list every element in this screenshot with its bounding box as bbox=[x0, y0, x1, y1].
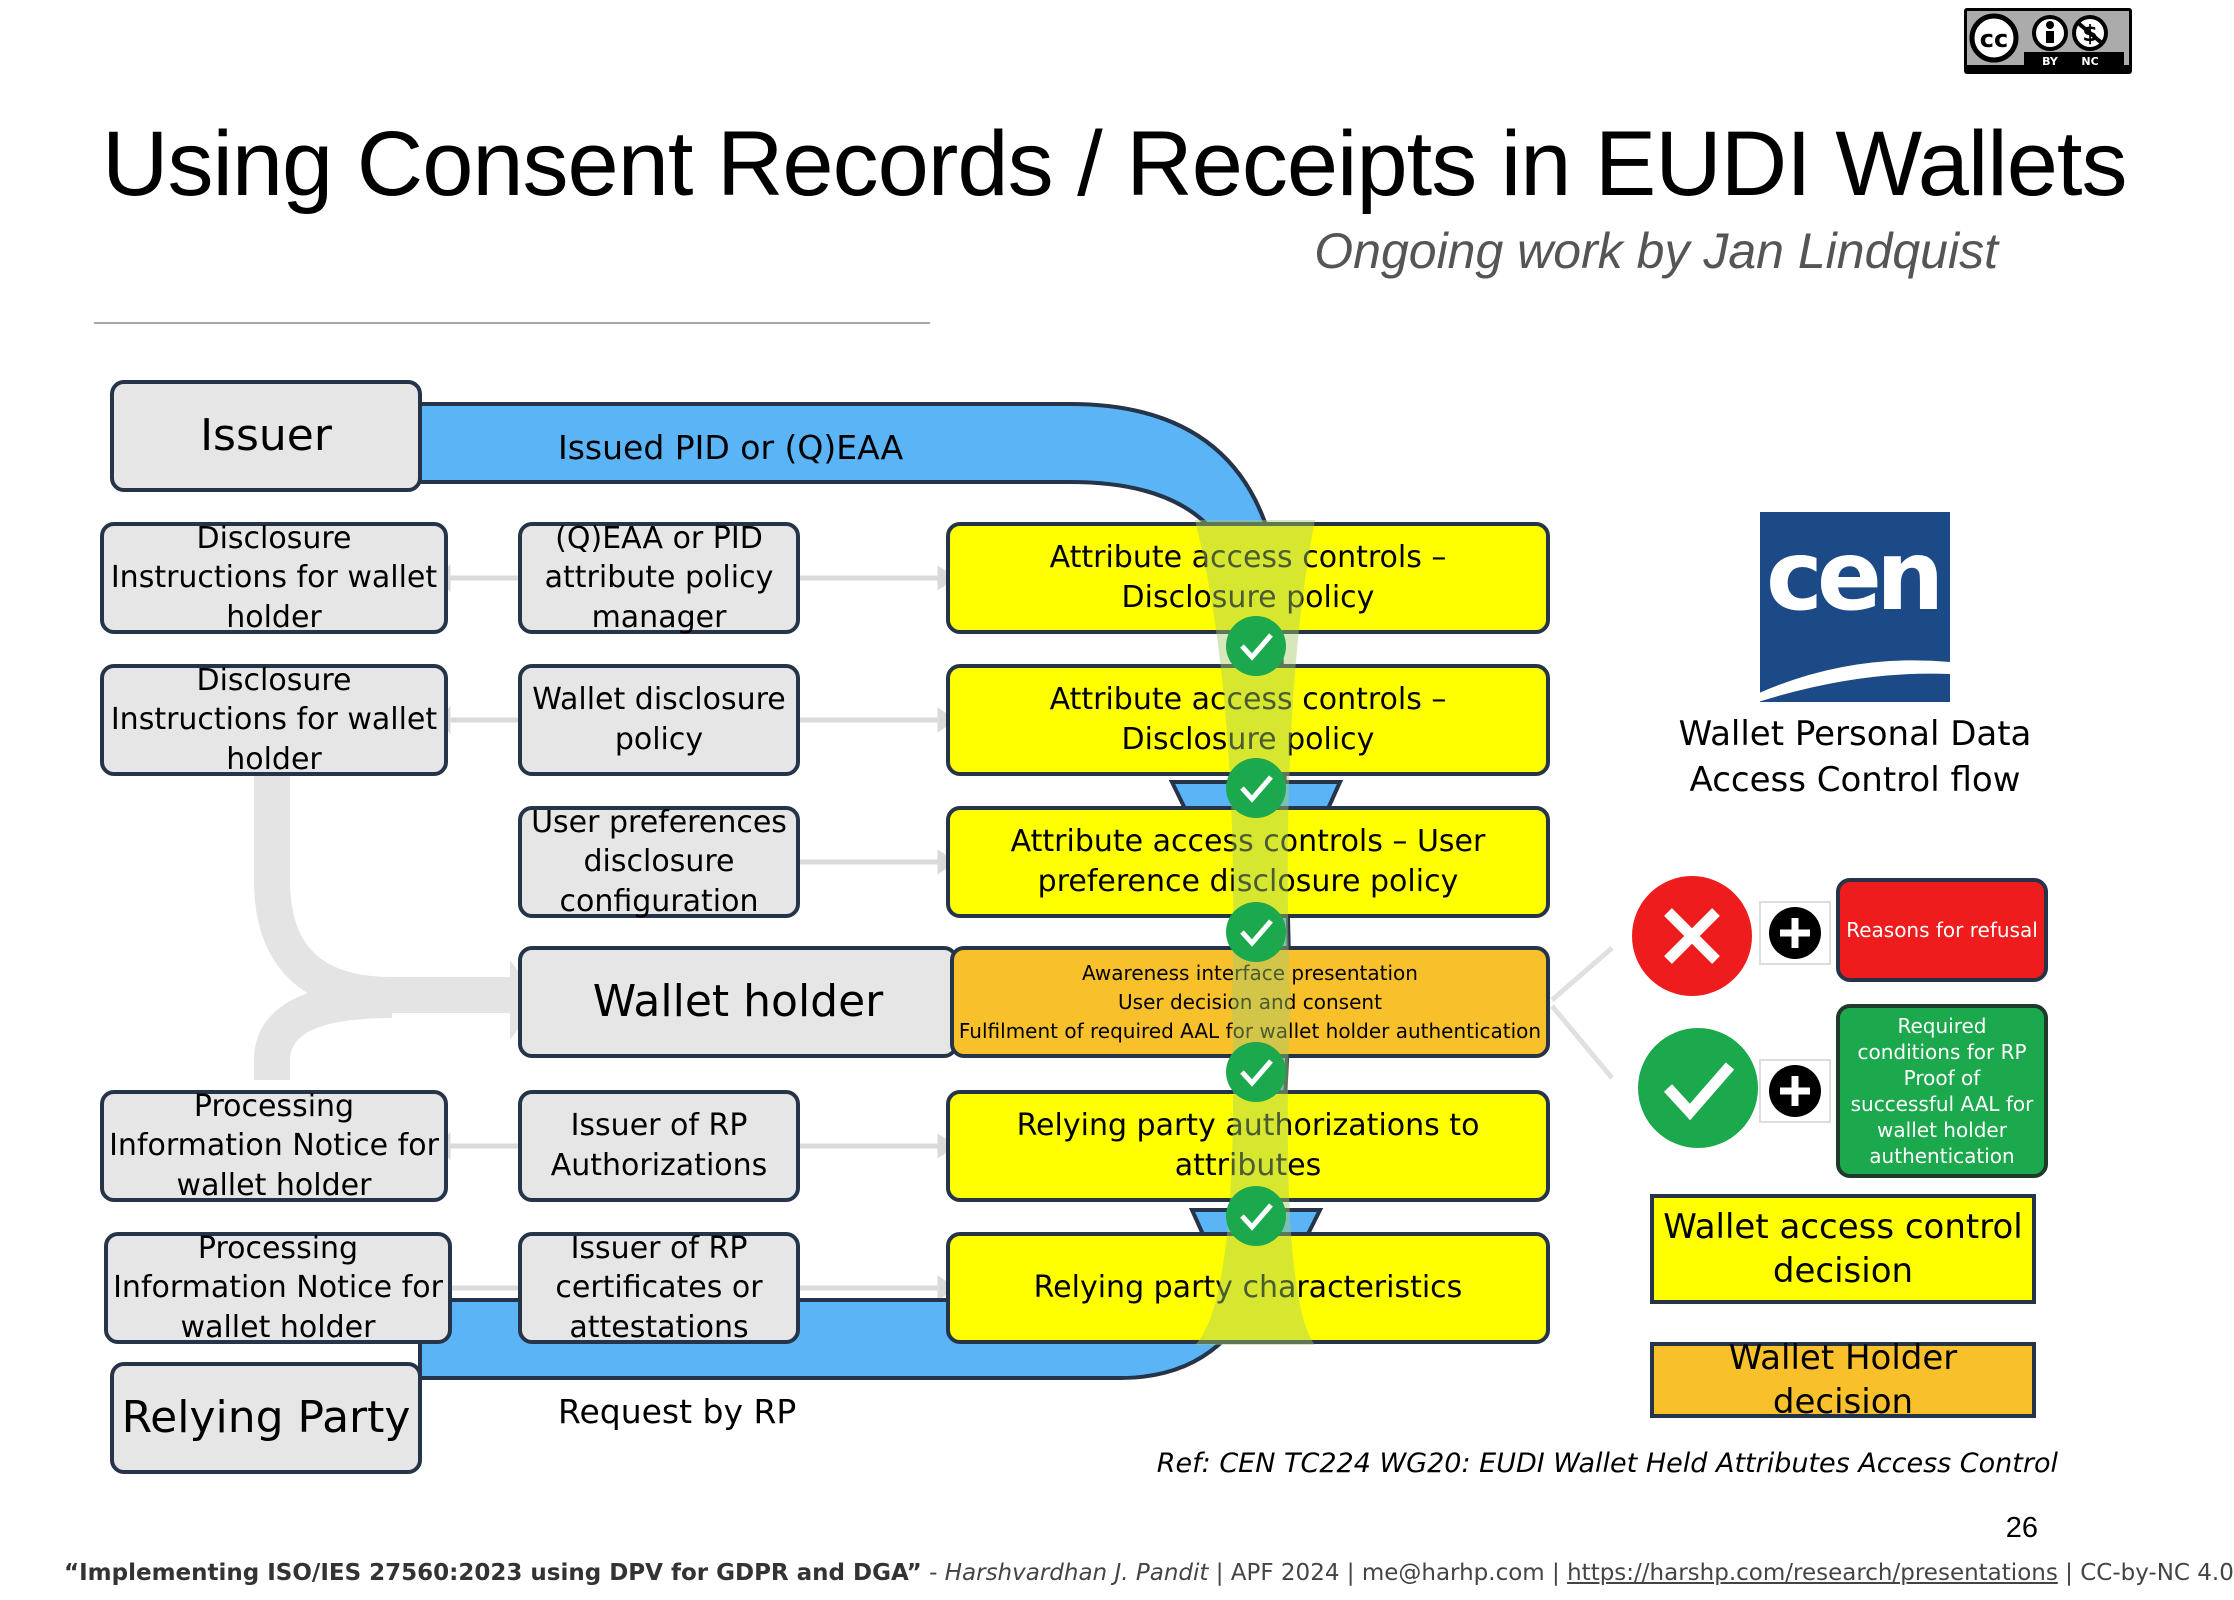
flow-overlay bbox=[1195, 520, 1315, 1345]
cen-caption: Wallet Personal Data Access Control flow bbox=[1678, 714, 2032, 800]
request-band-label: Request by RP bbox=[558, 1392, 797, 1431]
wallet-holder-box: Wallet holder bbox=[518, 946, 958, 1058]
footer: “Implementing ISO/IES 27560:2023 using D… bbox=[64, 1560, 2234, 1586]
reference-note: Ref: CEN TC224 WG20: EUDI Wallet Held At… bbox=[1156, 1448, 2058, 1479]
issued-band-label: Issued PID or (Q)EAA bbox=[558, 428, 904, 467]
cen-logo: cen bbox=[1740, 512, 1950, 708]
cc-icon bbox=[1969, 13, 2019, 63]
page-number: 26 bbox=[2005, 1512, 2038, 1544]
svg-text:cc: cc bbox=[1980, 25, 2008, 53]
cc-license-badge: cc $ BY NC bbox=[1964, 8, 2132, 74]
grey-flow-arrows bbox=[254, 770, 520, 1080]
check-icons bbox=[1226, 616, 1286, 1246]
wallet-disclosure-policy-box: Wallet disclosure policy bbox=[518, 664, 800, 776]
consent-line: User decision and consent bbox=[1118, 989, 1382, 1014]
slide-title: Using Consent Records / Receipts in EUDI… bbox=[102, 113, 2127, 215]
svg-text:NC: NC bbox=[2081, 55, 2098, 68]
attribute-policy-manager-box: (Q)EAA or PID attribute policy manager bbox=[518, 521, 800, 635]
rp-authorizations-issuer-box: Issuer of RP Authorizations bbox=[518, 1090, 800, 1202]
rp-certificates-issuer-box: Issuer of RP certificates or attestation… bbox=[518, 1231, 800, 1345]
refusal-reasons-box: Reasons for refusal bbox=[1836, 878, 2048, 982]
footer-link[interactable]: https://harshp.com/research/presentation… bbox=[1567, 1560, 2058, 1586]
title-divider bbox=[94, 322, 930, 324]
svg-text:BY: BY bbox=[2042, 55, 2059, 68]
footer-author: Harshvardhan J. Pandit bbox=[944, 1560, 1209, 1586]
aal-line: Fulfilment of required AAL for wallet ho… bbox=[958, 1018, 1542, 1043]
issuer-box: Issuer bbox=[110, 380, 422, 492]
disclosure-instructions-box: Disclosure Instructions for wallet holde… bbox=[100, 663, 448, 777]
disclosure-policy-control-box: Attribute access controls – Disclosure p… bbox=[946, 664, 1550, 776]
check-circle-icon bbox=[1638, 1028, 1758, 1148]
user-preferences-box: User preferences disclosure configuratio… bbox=[518, 805, 800, 919]
disclosure-policy-control-box: Attribute access controls – Disclosure p… bbox=[946, 522, 1550, 634]
processing-notice-box: Processing Information Notice for wallet… bbox=[100, 1089, 448, 1203]
required-conditions-box: Required conditions for RP Proof of succ… bbox=[1836, 1004, 2048, 1178]
relying-party-box: Relying Party bbox=[110, 1362, 422, 1474]
holder-decision-box: Wallet Holder decision bbox=[1650, 1338, 2036, 1422]
awareness-line: Awareness interface presentation bbox=[1082, 960, 1418, 985]
disclosure-instructions-box: Disclosure Instructions for wallet holde… bbox=[100, 521, 448, 635]
cross-icon bbox=[1632, 876, 1752, 996]
slide-subtitle: Ongoing work by Jan Lindquist bbox=[1314, 223, 1998, 279]
access-control-decision-box: Wallet access control decision bbox=[1650, 1194, 2036, 1304]
footer-talk-title: “Implementing ISO/IES 27560:2023 using D… bbox=[64, 1560, 922, 1586]
plus-icon bbox=[1759, 901, 1831, 965]
rp-characteristics-box: Relying party characteristics bbox=[946, 1232, 1550, 1344]
processing-notice-box: Processing Information Notice for wallet… bbox=[104, 1231, 452, 1345]
plus-icon bbox=[1759, 1059, 1831, 1123]
